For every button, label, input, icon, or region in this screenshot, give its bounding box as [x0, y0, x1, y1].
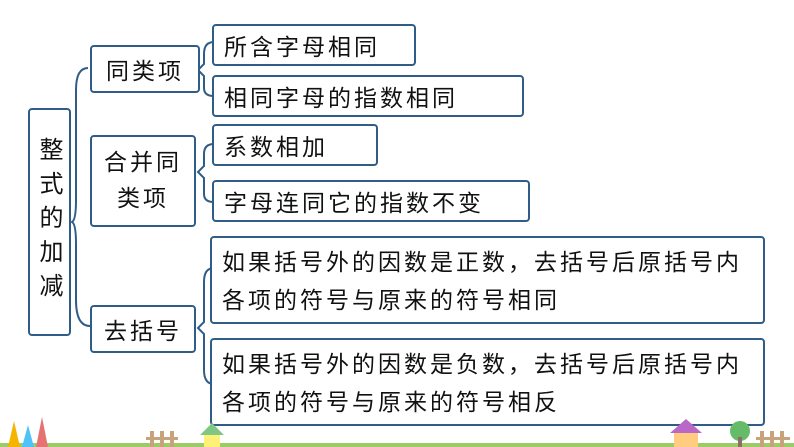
fence-icon: [756, 431, 790, 447]
leaf-node-1-2: 相同字母的指数相同: [212, 75, 524, 117]
leaf-node-3-1: 如果括号外的因数是正数，去括号后原括号内各项的符号与原来的符号相同: [210, 236, 765, 324]
leaf-node-1-1: 所含字母相同: [212, 24, 416, 66]
pencil-icon: [8, 417, 48, 447]
leaf-node-3-2: 如果括号外的因数是负数，去括号后原括号内各项的符号与原来的符号相反: [210, 338, 765, 426]
tree-icon: [730, 421, 750, 447]
house-icon: [200, 423, 224, 447]
branch-node-1: 同类项: [90, 45, 200, 93]
decorative-footer-illustration: [0, 417, 794, 447]
leaf-node-2-1: 系数相加: [212, 124, 378, 166]
root-node: 整式的加减: [28, 108, 71, 336]
branch-node-3: 去括号: [90, 305, 196, 353]
fence-icon: [146, 431, 178, 447]
leaf-node-2-2: 字母连同它的指数不变: [212, 180, 530, 222]
branch3-brace: [196, 267, 215, 385]
branch2-brace: [196, 143, 215, 203]
branch-node-2: 合并同类项: [90, 135, 196, 227]
root-brace: [69, 67, 91, 327]
house-icon: [670, 419, 702, 447]
